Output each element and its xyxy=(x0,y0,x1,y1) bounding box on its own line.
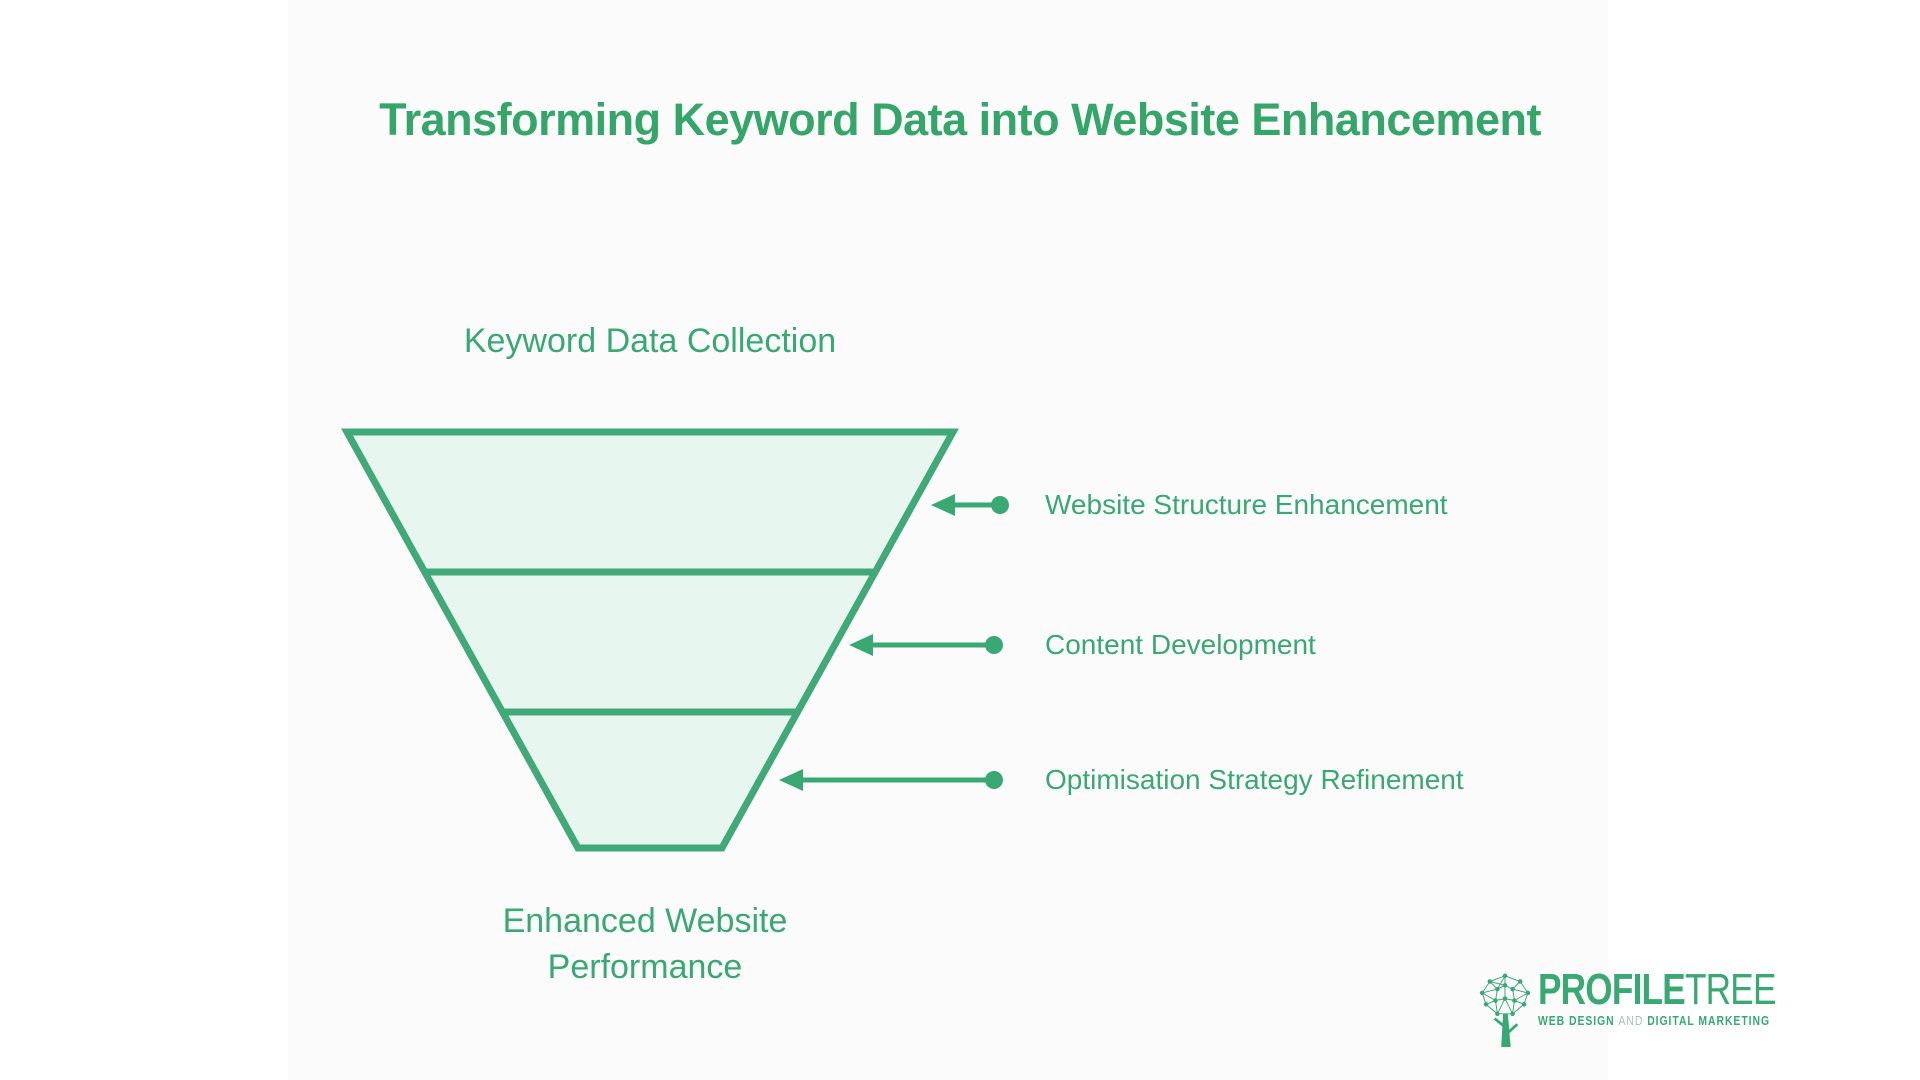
stage-label-optimisation-strategy: Optimisation Strategy Refinement xyxy=(1045,764,1464,795)
arrow-website-structure-icon xyxy=(931,494,1009,516)
arrow-content-development-icon xyxy=(849,634,1003,656)
arrow-optimisation-strategy-icon xyxy=(779,769,1003,791)
stage-label-content-development: Content Development xyxy=(1045,629,1316,660)
tagline-and: AND xyxy=(1618,1013,1644,1028)
funnel-bottom-label: Enhanced Website Performance xyxy=(502,902,788,986)
tagline-web-design: WEB DESIGN xyxy=(1538,1013,1615,1028)
profiletree-logo: PROFILETREE WEB DESIGN AND DIGITAL MARKE… xyxy=(1476,968,1835,1048)
profiletree-logo-text: PROFILETREE WEB DESIGN AND DIGITAL MARKE… xyxy=(1538,968,1776,1029)
brand-tree: TREE xyxy=(1684,965,1776,1014)
brand-profile: PROFILE xyxy=(1538,965,1686,1014)
profiletree-tagline: WEB DESIGN AND DIGITAL MARKETING xyxy=(1538,1013,1776,1028)
funnel-diagram xyxy=(341,428,959,852)
stage-label-website-structure: Website Structure Enhancement xyxy=(1045,489,1448,520)
page-title: Transforming Keyword Data into Website E… xyxy=(379,94,1541,145)
tagline-digital-marketing: DIGITAL MARKETING xyxy=(1647,1013,1771,1028)
profiletree-tree-icon xyxy=(1479,973,1531,1048)
funnel-shape xyxy=(341,428,959,852)
profiletree-wordmark: PROFILETREE xyxy=(1538,968,1776,1012)
funnel-top-label: Keyword Data Collection xyxy=(463,322,837,360)
